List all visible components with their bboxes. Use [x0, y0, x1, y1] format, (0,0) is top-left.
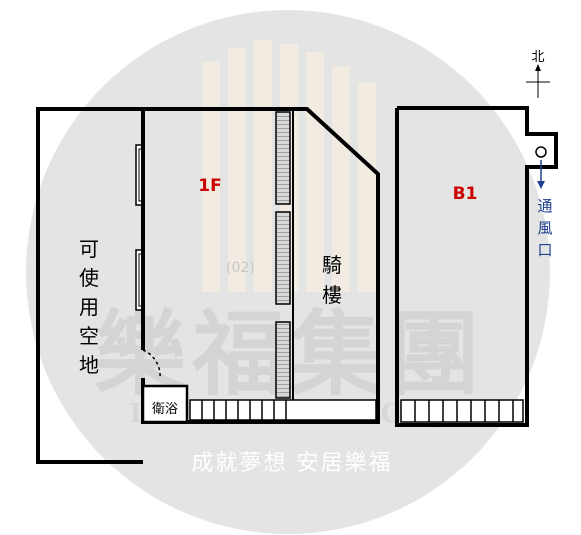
arcade-char: 樓	[322, 283, 342, 307]
watermark-badge: (02)	[226, 260, 255, 276]
compass-north-label: 北	[531, 50, 544, 65]
usable-land-char: 使	[79, 266, 99, 290]
arcade-char: 騎	[322, 253, 342, 277]
stairs-icon	[189, 399, 377, 421]
floor-1f-label: 1F	[198, 176, 221, 196]
vent-char: 通	[537, 197, 552, 215]
usable-land-char: 可	[79, 237, 99, 261]
vent-icon	[535, 146, 547, 158]
usable-land-outline	[36, 107, 143, 464]
floor-1f-plan	[141, 107, 380, 424]
watermark-logo-icon	[202, 40, 376, 292]
usable-land-label: 可 使 用 空 地	[79, 237, 99, 377]
arcade-label: 騎 樓	[322, 253, 342, 307]
usable-land-char: 地	[79, 353, 99, 377]
floor-b1-plan	[395, 106, 558, 427]
vent-char: 口	[537, 241, 552, 259]
vent-char: 風	[537, 219, 552, 237]
watermark-slogan: 成就夢想 安居樂福	[192, 451, 393, 476]
stairs-icon	[400, 399, 524, 423]
usable-land-char: 用	[79, 295, 99, 319]
bathroom-label: 衛浴	[152, 402, 178, 417]
usable-land-char: 空	[79, 324, 99, 348]
vent-label: 通 風 口	[537, 197, 552, 259]
door-swing-icon	[142, 349, 161, 379]
floor-b1-label: B1	[453, 184, 478, 204]
compass: 北	[526, 50, 550, 98]
bathroom-room	[141, 384, 189, 424]
